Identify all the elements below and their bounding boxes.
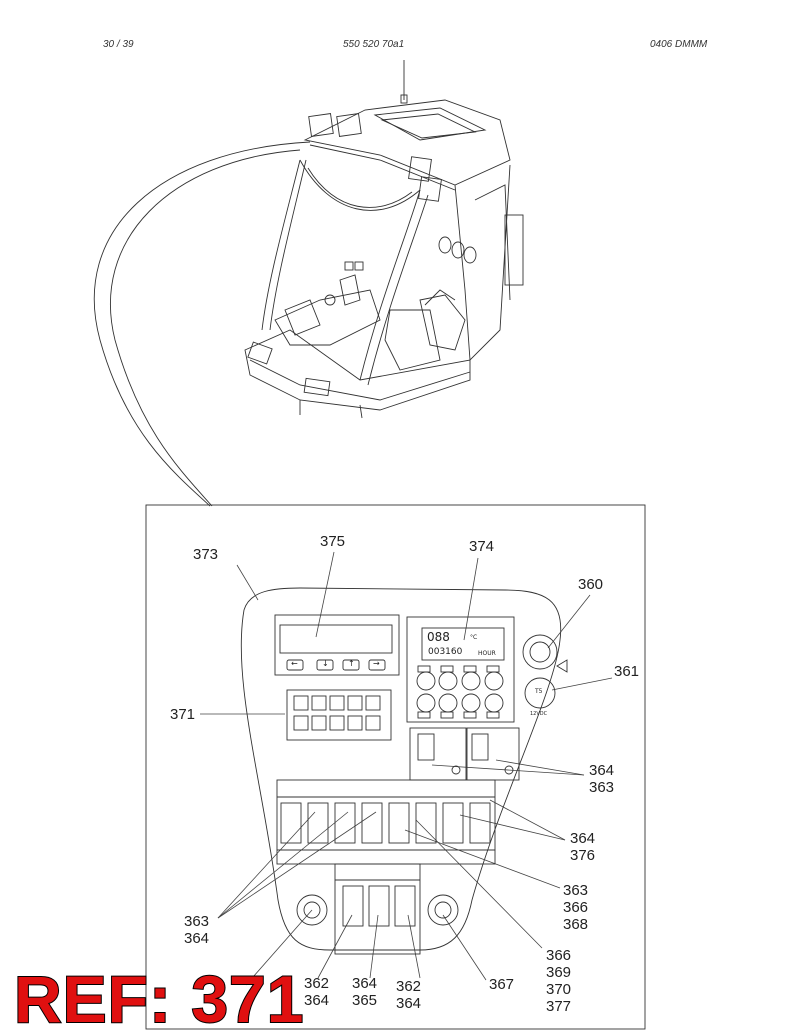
control-panel-outline [240, 587, 562, 951]
display-temperature-unit: °C [470, 634, 478, 641]
callout-363: 363 [563, 882, 589, 899]
callout-364: 364 [396, 995, 422, 1012]
arrow-up-button: ↑ [348, 659, 355, 668]
callout-364-376: 364 376 [570, 830, 595, 864]
callout-364: 364 [184, 930, 210, 947]
callout-368: 368 [563, 916, 589, 933]
callout-365: 365 [352, 992, 378, 1009]
callout-364: 364 [570, 830, 596, 847]
callout-366: 366 [563, 899, 589, 916]
arrow-right-button: → [373, 659, 380, 668]
main-display-unit [274, 614, 400, 676]
callout-364: 364 [304, 992, 330, 1009]
callout-371: 371 [170, 706, 196, 723]
callout-369: 369 [546, 964, 572, 981]
arrow-down-button: ↓ [322, 659, 329, 668]
callout-366: 366 [546, 947, 572, 964]
page-number: 30 / 39 [103, 39, 134, 50]
hour-gauge [524, 677, 556, 709]
callout-375: 375 [320, 533, 346, 550]
instrument-panel [406, 616, 515, 723]
callout-364-365: 364 365 [352, 975, 377, 1009]
voltage-label: 12VDC [530, 711, 548, 717]
callout-364: 364 [352, 975, 378, 992]
callout-373: 373 [193, 546, 219, 563]
callout-363: 363 [184, 913, 210, 930]
selector-switches [409, 727, 520, 781]
callout-370: 370 [546, 981, 572, 998]
callout-361: 361 [614, 663, 640, 680]
buzzer [522, 634, 558, 670]
leader-lines [200, 551, 613, 986]
callout-367: 367 [489, 976, 515, 993]
callout-376: 376 [570, 847, 596, 864]
callout-363-364: 363 364 [184, 913, 209, 947]
left-knob [296, 894, 328, 926]
callout-364: 364 [589, 762, 615, 779]
callout-364-363: 364 363 [589, 762, 614, 796]
callout-362: 362 [396, 978, 422, 995]
display-hours-label: HOUR [478, 650, 496, 657]
document-number: 550 520 70a1 [343, 39, 405, 50]
display-hours: 003160 [428, 647, 463, 657]
callout-362: 362 [304, 975, 330, 992]
warning-light-panel [286, 689, 392, 741]
reference-label: REF: 371 [13, 962, 305, 1036]
detail-frame [145, 504, 646, 1030]
detail-leader-arc [93, 141, 311, 507]
revision-code: 0406 DMMM [650, 39, 708, 50]
gauge-label: T5 [535, 688, 543, 695]
wiper-switch-row [334, 863, 421, 955]
callout-377: 377 [546, 998, 572, 1015]
callout-366-369-370-377: 366 369 370 377 [546, 947, 571, 1015]
cab-illustration [244, 60, 524, 419]
display-temperature: 088 [427, 630, 450, 644]
callout-363-366-368: 363 366 368 [563, 882, 588, 933]
arrow-left-button: ← [291, 659, 298, 668]
callout-362-364-right: 362 364 [396, 978, 421, 1012]
callout-362-364-left: 362 364 [304, 975, 329, 1009]
callout-360: 360 [578, 576, 604, 593]
right-knob [427, 894, 459, 926]
callout-363: 363 [589, 779, 615, 796]
callout-374: 374 [469, 538, 495, 555]
